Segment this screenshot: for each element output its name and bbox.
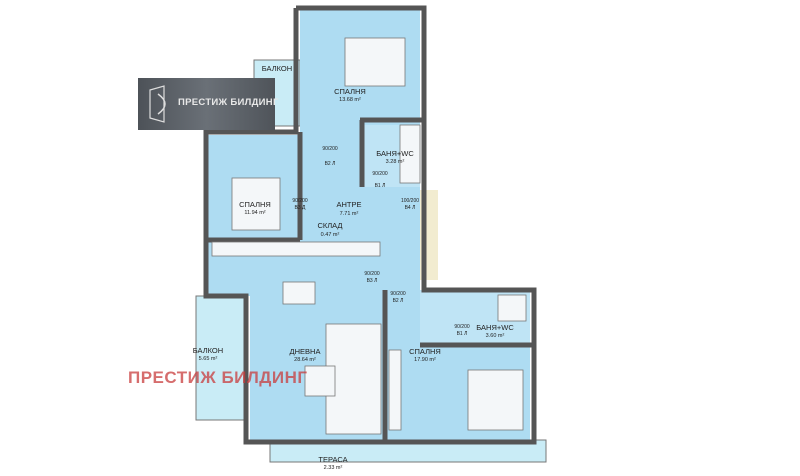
room-area: 17.90 m² xyxy=(414,357,436,363)
room-area: 13.68 m² xyxy=(339,97,361,103)
room-area: 28.64 m² xyxy=(294,357,316,363)
shower xyxy=(497,294,527,322)
door-size: 90/200 xyxy=(292,198,308,204)
kitchen-counter xyxy=(211,241,381,257)
bathtub xyxy=(399,124,421,184)
room-area: 0.47 m² xyxy=(321,232,340,238)
door-size: 100/200 xyxy=(401,198,419,204)
door-size: 90/200 xyxy=(372,171,388,177)
door-code: B3 Л xyxy=(367,278,378,284)
room-area: 11.94 m² xyxy=(244,210,265,216)
room-label: СПАЛНЯ xyxy=(409,347,441,356)
door-size: 90/200 xyxy=(454,324,470,330)
room-area: 2.33 m² xyxy=(324,465,343,471)
logo: ПРЕСТИЖ БИЛДИНГ xyxy=(138,78,278,130)
bed xyxy=(231,177,281,231)
door-code: B2 Л xyxy=(325,161,336,167)
bed xyxy=(467,369,524,431)
bed xyxy=(344,37,406,87)
door-size: 90/200 xyxy=(322,146,338,152)
door-code: B3 Д xyxy=(295,205,307,211)
logo-text: ПРЕСТИЖ БИЛДИНГ xyxy=(178,97,279,108)
logo-mark-icon xyxy=(149,85,166,123)
room-label: ТЕРАСА xyxy=(318,455,347,464)
room-area: 5.65 m² xyxy=(199,356,218,362)
dining-table xyxy=(282,281,316,305)
room-label: СПАЛНЯ xyxy=(334,87,366,96)
room-label: БАНЯ+WC xyxy=(476,323,514,332)
room-area: 3.60 m² xyxy=(486,333,505,339)
door-size: 90/200 xyxy=(364,271,380,277)
room-label: БАЛКОН xyxy=(262,64,292,73)
door-code: B1 Л xyxy=(375,183,386,189)
room-label: БАЛКОН xyxy=(193,346,223,355)
door-size: 90/200 xyxy=(390,291,406,297)
room-area: 3.28 m² xyxy=(386,159,405,165)
door-code: B4 Л xyxy=(405,205,416,211)
room-label: СКЛАД xyxy=(317,221,342,230)
room-area: 7.71 m² xyxy=(340,211,359,217)
coffee-table xyxy=(304,365,336,397)
room-label: СПАЛНЯ xyxy=(239,200,271,209)
watermark: ПРЕСТИЖ БИЛДИНГ xyxy=(128,368,308,387)
door-code: B2 Л xyxy=(393,298,404,304)
wardrobe xyxy=(388,349,402,431)
room-label: ДНЕВНА xyxy=(290,347,321,356)
outer-wall xyxy=(203,5,537,445)
door-code: B1 Л xyxy=(457,331,468,337)
room-label: АНТРЕ xyxy=(336,200,361,209)
balcony-left xyxy=(195,295,245,421)
room-label: БАНЯ+WC xyxy=(376,149,414,158)
